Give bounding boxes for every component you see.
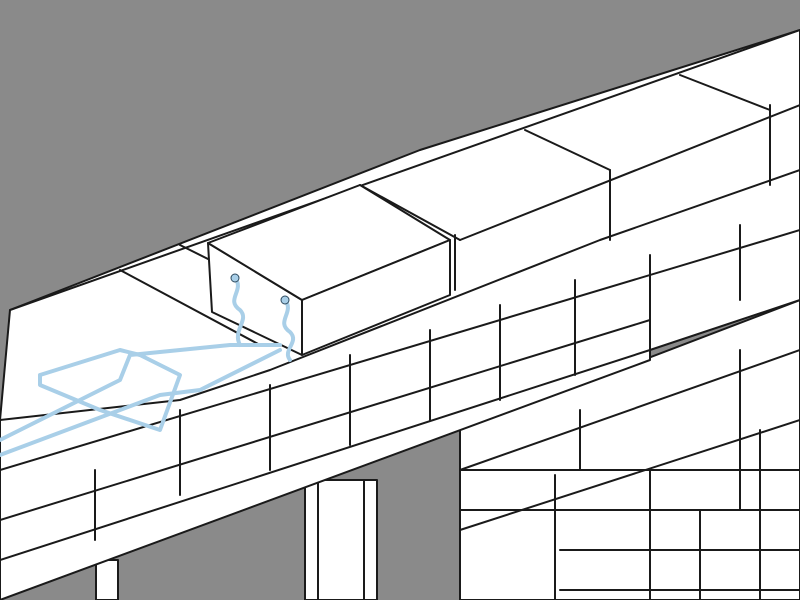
raised-block — [207, 184, 451, 356]
pier — [459, 299, 800, 600]
support-post — [95, 479, 378, 600]
brick-courses-front — [0, 169, 800, 561]
cavity-wall-tie — [0, 273, 296, 457]
